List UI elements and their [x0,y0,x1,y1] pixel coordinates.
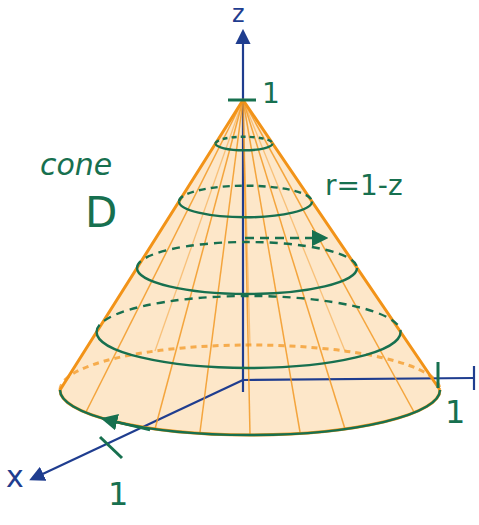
axis-label: x [6,462,24,492]
axes [32,32,474,479]
level-circles [60,137,440,435]
unit-label: 1 [108,478,128,510]
unit-label: 1 [262,80,280,108]
axis-label: z [232,2,245,26]
shape-label: cone [40,150,112,180]
cone-fill [60,100,440,435]
equation-label: r=1-z [325,172,403,200]
unit-ticks [100,100,438,458]
cone-hatching [86,100,414,435]
shape-label: D [85,192,117,234]
cone-hatching-back [155,100,345,351]
unit-label: 1 [445,396,465,428]
cone-outline [60,100,440,435]
